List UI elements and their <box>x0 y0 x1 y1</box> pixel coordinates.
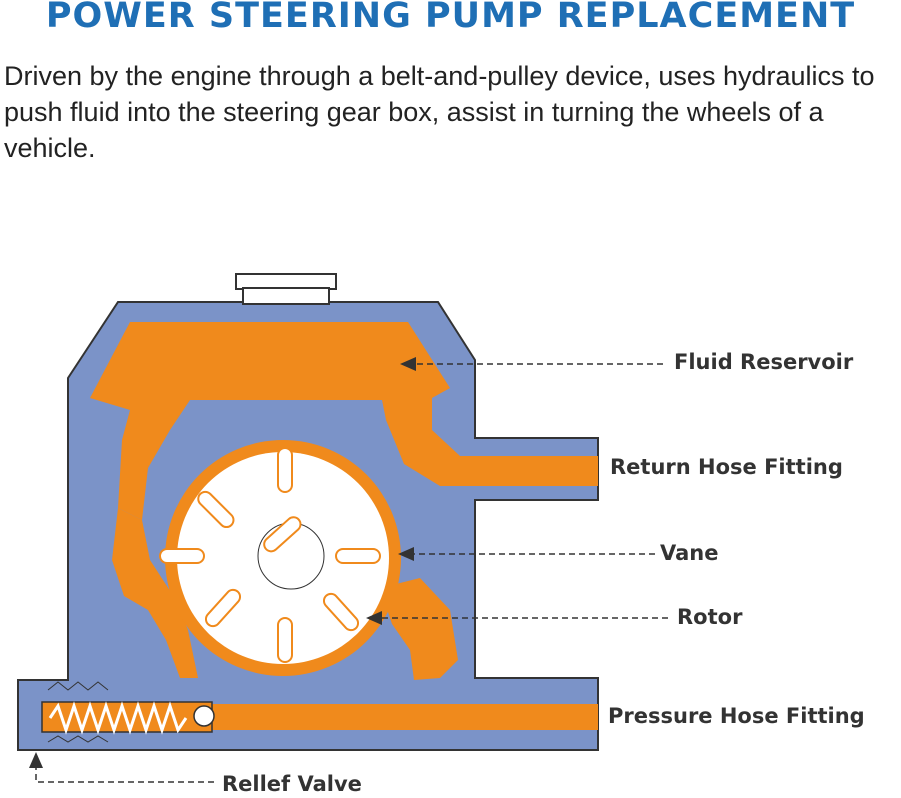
vane <box>197 490 235 529</box>
fluid-reservoir-label: Fluid Reservoir <box>674 350 854 374</box>
relief-valve-spring <box>48 701 188 735</box>
vane <box>204 588 242 628</box>
relief-valve-ball <box>193 705 215 727</box>
feed-channel-fluid <box>112 508 198 678</box>
vane <box>263 516 302 553</box>
filler-neck <box>242 287 330 305</box>
vane <box>277 447 293 493</box>
pressure-hose-fitting-label: Pressure Hose Fitting <box>608 704 865 728</box>
relief-valve-leader <box>35 764 218 783</box>
vane <box>159 548 205 564</box>
relief-valve-arrow <box>29 752 43 768</box>
reservoir-fluid <box>90 322 598 520</box>
vane-arrow <box>398 547 414 561</box>
vane <box>322 592 360 632</box>
pressure-line-fluid <box>200 704 598 730</box>
arrow-heads <box>29 357 416 768</box>
vane <box>277 617 293 663</box>
rotor-label: Rotor <box>677 605 743 629</box>
thread-marks-top <box>47 681 109 691</box>
page-title: POWER STEERING PUMP REPLACEMENT <box>45 0 856 36</box>
thread-marks-bottom <box>47 735 109 743</box>
return-hose-fitting-label: Return Hose Fitting <box>610 455 843 479</box>
outlet-channel-fluid <box>380 578 458 680</box>
relief-valve-label: Rellef Valve <box>222 772 362 796</box>
fluid-reservoir-arrow <box>400 357 416 371</box>
vanes <box>159 447 381 663</box>
vane <box>335 548 381 564</box>
leader-lines <box>35 363 668 783</box>
rotor-arrow <box>366 611 382 625</box>
filler-cap <box>235 273 337 290</box>
vane-label: Vane <box>660 541 719 565</box>
description: Driven by the engine through a belt-and-… <box>4 61 875 163</box>
